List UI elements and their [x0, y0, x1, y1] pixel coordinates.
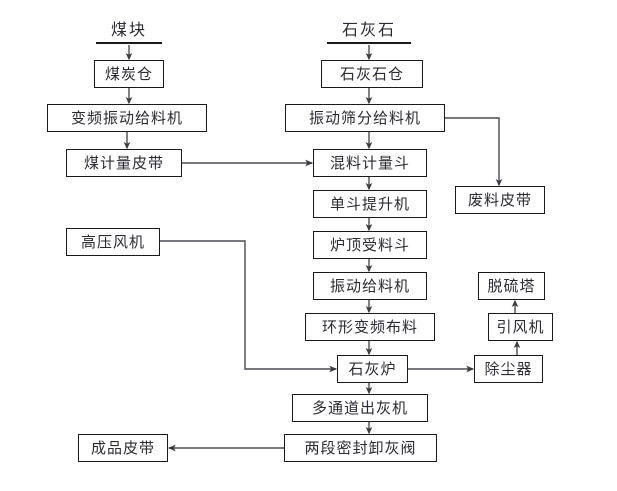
node-single-bucket-elevator[interactable]: 单斗提升机: [313, 190, 427, 218]
node-vibrating-screen-feeder[interactable]: 振动筛分给料机: [285, 104, 445, 132]
node-high-pressure-fan[interactable]: 高压风机: [66, 228, 160, 256]
node-coal-weigh-belt[interactable]: 煤计量皮带: [66, 149, 182, 177]
node-mix-weigh-hopper[interactable]: 混料计量斗: [313, 149, 427, 177]
node-vibrating-feeder[interactable]: 振动给料机: [313, 272, 427, 300]
edge-fan-to-lime-kiln: [160, 240, 338, 373]
node-lime-kiln[interactable]: 石灰炉: [337, 355, 408, 383]
header-limestone-source: 石灰石: [327, 18, 411, 44]
node-furnace-top-hopper[interactable]: 炉顶受料斗: [313, 231, 427, 259]
node-limestone-bin[interactable]: 石灰石仓: [321, 60, 423, 88]
node-waste-belt[interactable]: 废料皮带: [455, 186, 545, 214]
node-desulfurization-tower[interactable]: 脱硫塔: [478, 272, 545, 300]
node-dust-collector[interactable]: 除尘器: [474, 355, 543, 383]
node-coal-bin[interactable]: 煤炭仓: [94, 60, 164, 88]
node-ring-vfd-distributor[interactable]: 环形变频布料: [305, 313, 435, 341]
node-vfd-vibrating-feeder[interactable]: 变频振动给料机: [47, 104, 207, 132]
node-product-belt[interactable]: 成品皮带: [78, 434, 168, 462]
node-induced-draft-fan[interactable]: 引风机: [488, 313, 553, 341]
edge-screen-feeder-to-waste-belt: [445, 117, 503, 187]
header-coal-source: 煤块: [96, 18, 162, 44]
node-two-stage-sealed-ash-valve[interactable]: 两段密封卸灰阀: [284, 434, 437, 462]
node-multi-channel-ash-discharger[interactable]: 多通道出灰机: [292, 394, 428, 422]
